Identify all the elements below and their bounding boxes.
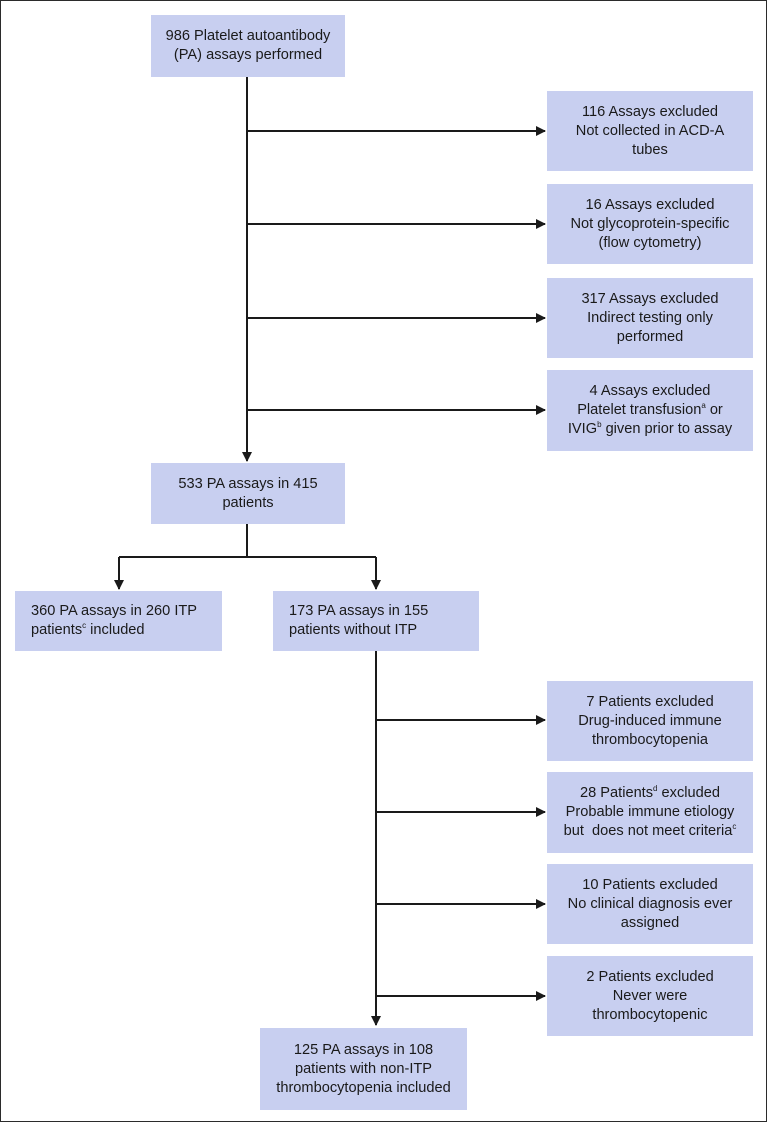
box-itp-included: 360 PA assays in 260 ITP patientsc inclu… [15,591,222,651]
box-exclusion-glycoprotein: 16 Assays excluded Not glycoprotein-spec… [547,184,753,264]
box-assays-performed: 986 Platelet autoantibody (PA) assays pe… [151,15,345,77]
box-assays-in-patients: 533 PA assays in 415 patients [151,463,345,524]
box-exclusion-acd-a: 116 Assays excluded Not collected in ACD… [547,91,753,171]
box-exclusion-drug-induced: 7 Patients excluded Drug-induced immune … [547,681,753,761]
box-exclusion-indirect: 317 Assays excluded Indirect testing onl… [547,278,753,358]
box-exclusion-probable-immune: 28 Patientsd excluded Probable immune et… [547,772,753,853]
box-exclusion-transfusion: 4 Assays excluded Platelet transfusiona … [547,370,753,451]
box-exclusion-never-thrombocytopenic: 2 Patients excluded Never were thrombocy… [547,956,753,1036]
box-exclusion-no-diagnosis: 10 Patients excluded No clinical diagnos… [547,864,753,944]
box-without-itp: 173 PA assays in 155 patients without IT… [273,591,479,651]
box-non-itp-included: 125 PA assays in 108 patients with non-I… [260,1028,467,1110]
